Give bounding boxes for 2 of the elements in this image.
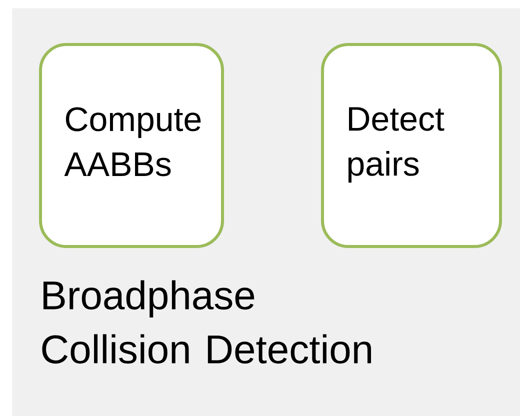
- process-box: Compute AABBs: [39, 43, 224, 248]
- process-box: Detect pairs: [321, 43, 502, 248]
